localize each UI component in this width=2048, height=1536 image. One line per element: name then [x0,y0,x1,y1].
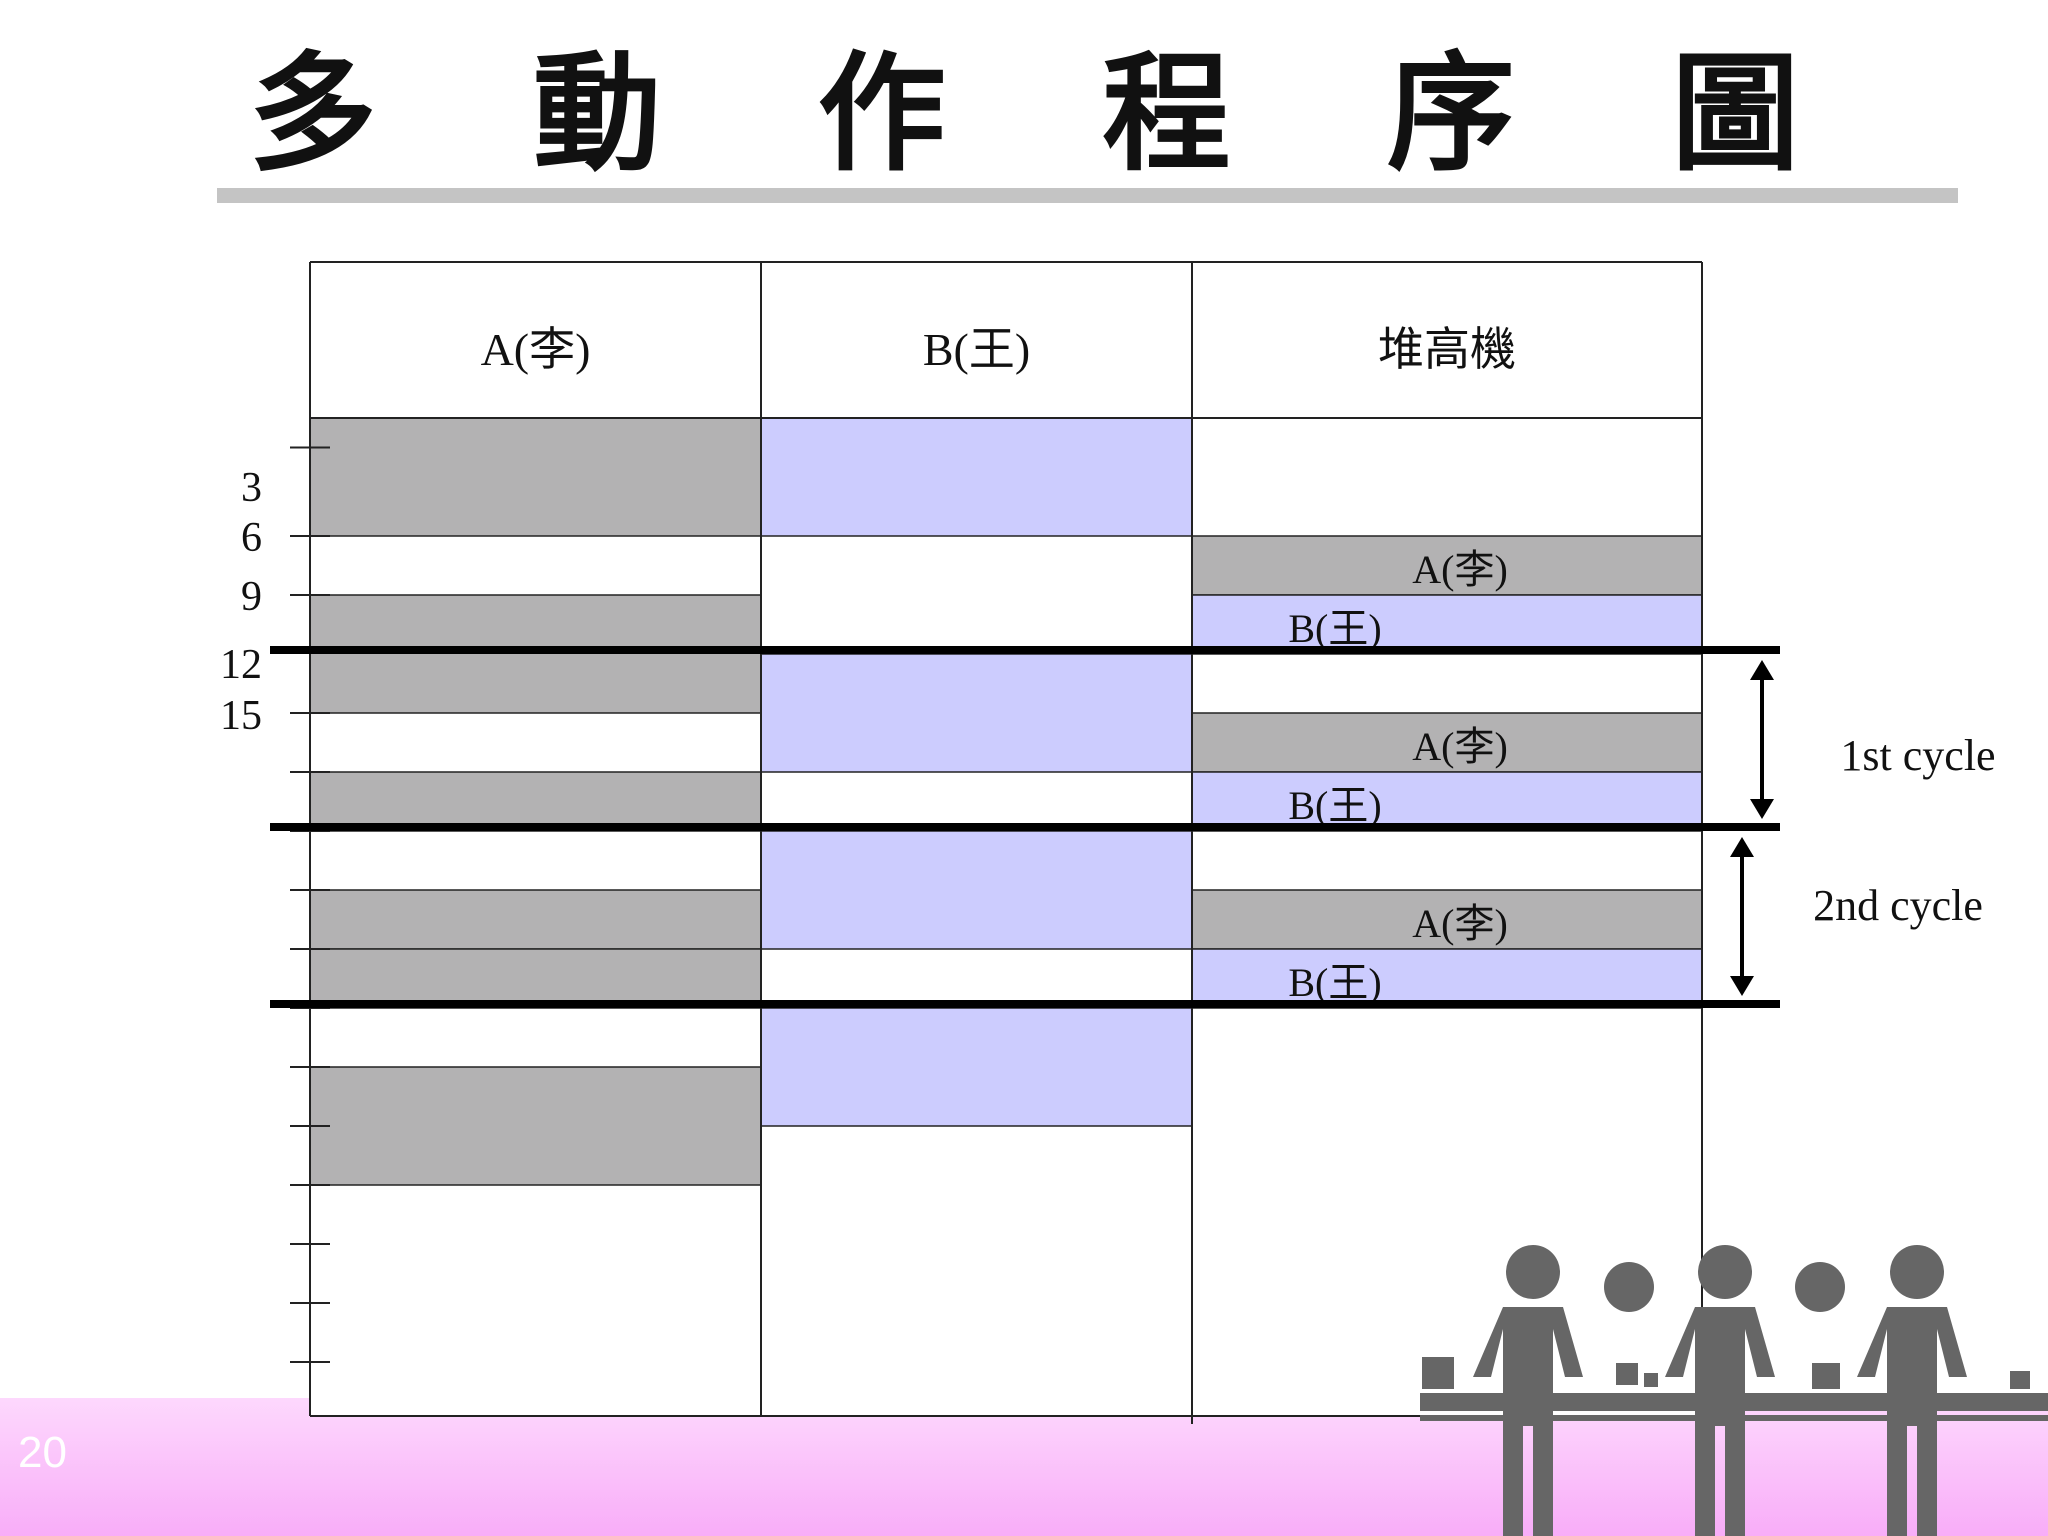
cycle-label: 2nd cycle [1813,881,1983,930]
b-busy-block [760,653,1193,773]
a-busy-block [309,1066,762,1186]
column-header: B(王) [923,324,1030,375]
a-busy-block [309,948,762,1009]
chart-grid [309,261,1703,1424]
cycle-arrow-head-up [1730,837,1754,857]
a-busy-block [309,889,762,950]
cycle-label: 1st cycle [1840,731,1995,780]
forklift-block-label: A(李) [1412,724,1508,769]
slide-title: 多 動 作 程 序 圖 [248,40,1856,189]
cycle-arrow-head-down [1750,799,1774,819]
forklift-block-label: B(王) [1288,783,1381,828]
forklift-block [1191,948,1703,1009]
time-axis: 36 9 12 15 [220,446,330,1363]
column-header: A(李) [481,324,591,375]
forklift-block [1191,889,1703,950]
cycle-markers: 1st cycle 2nd cycle [270,646,1996,1008]
cycle-arrow-head-up [1750,660,1774,680]
forklift-block [1191,712,1703,773]
time-tick-label: 15 [220,693,262,739]
forklift-block [1191,771,1703,832]
column-header: 堆高機 [1378,324,1516,375]
forklift-block-label: B(王) [1288,960,1381,1005]
time-tick-label: 6 [241,515,262,561]
workers-icon [1420,1245,2048,1536]
chart-cells: A(李) B(王) A(李) B(王) A(李) B(王) [309,262,1703,1416]
column-headers: A(李) B(王) 堆高機 [481,324,1516,375]
b-busy-block [760,830,1193,950]
b-busy-block [760,417,1193,537]
time-tick-label: 12 [220,642,262,688]
forklift-block-label: A(李) [1412,547,1508,592]
title-underline [217,188,1958,203]
a-busy-block [309,771,762,832]
b-busy-block [760,1007,1193,1127]
a-busy-block [309,417,762,537]
time-tick-label: 3 [241,465,262,511]
cycle-arrow-head-down [1730,976,1754,996]
forklift-block-label: A(李) [1412,901,1508,946]
page-number: 20 [18,1428,67,1477]
forklift-block [1191,594,1703,655]
time-tick-label: 9 [241,574,262,620]
forklift-block-label: B(王) [1288,606,1381,651]
